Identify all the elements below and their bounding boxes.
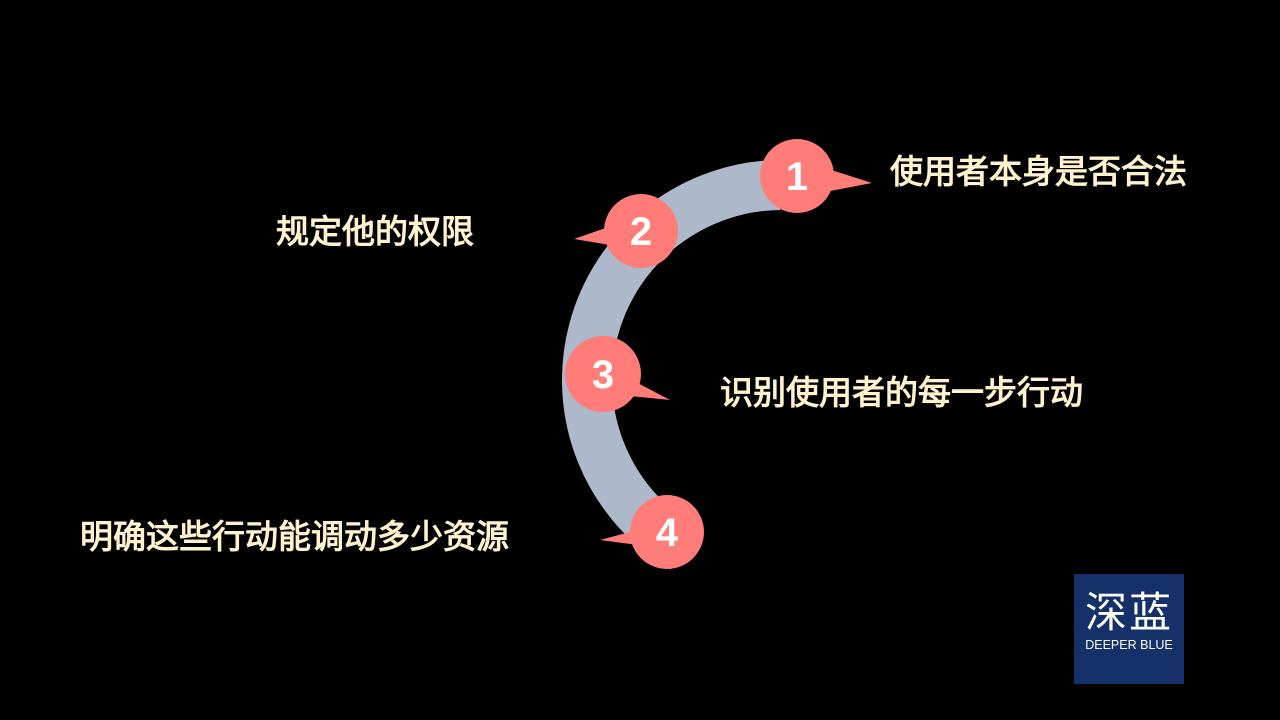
step-number: 4 [656,511,679,555]
step-number: 3 [592,353,614,397]
step-number: 1 [786,155,808,199]
deeper-blue-logo: 深蓝 DEEPER BLUE [1074,574,1184,684]
step-label-2: 规定他的权限 [276,212,474,251]
step-marker-2: 2 [574,194,678,268]
step-marker-3: 3 [565,336,670,412]
step-number: 2 [630,210,652,254]
logo-chinese-text: 深蓝 [1084,588,1173,637]
step-label-3: 识别使用者的每一步行动 [720,373,1083,412]
logo-english-text: DEEPER BLUE [1085,638,1173,652]
step-marker-1: 1 [760,139,872,213]
step-marker-4: 4 [600,495,704,569]
step-label-1: 使用者本身是否合法 [890,152,1187,191]
progress-arc [562,160,781,570]
step-label-4: 明确这些行动能调动多少资源 [80,517,509,556]
